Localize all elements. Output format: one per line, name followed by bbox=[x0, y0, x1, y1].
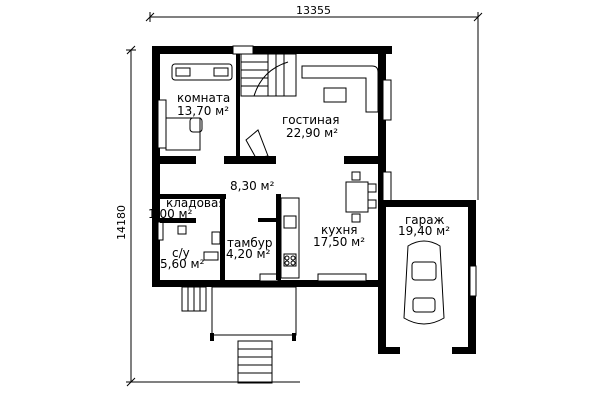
room-name-tambur: тамбур bbox=[227, 236, 273, 250]
interior-walls bbox=[160, 54, 386, 280]
room-area-kukhnya: 17,50 м² bbox=[313, 235, 365, 249]
room-labels: комната 13,70 м² гостиная 22,90 м² 8,30 … bbox=[148, 91, 450, 271]
room-area-gostinaya: 22,90 м² bbox=[286, 126, 338, 140]
garage bbox=[378, 200, 477, 354]
room-name-gostinaya: гостиная bbox=[282, 113, 339, 127]
room-area-kladovaya: 1,00 м² bbox=[148, 207, 193, 221]
room-area-su: 5,60 м² bbox=[160, 257, 205, 271]
room-area-komnata: 13,70 м² bbox=[177, 104, 229, 118]
exterior-walls bbox=[152, 46, 392, 287]
room-name-kladovaya: кладовая bbox=[166, 196, 226, 210]
room-name-su: с/у bbox=[172, 246, 190, 260]
room-area-garazh: 19,40 м² bbox=[398, 224, 450, 238]
furniture bbox=[165, 63, 379, 279]
room-area-hall: 8,30 м² bbox=[230, 179, 275, 193]
room-name-komnata: комната bbox=[177, 91, 230, 105]
staircase bbox=[240, 53, 297, 97]
height-dimension-label: 14180 bbox=[115, 205, 128, 240]
width-dimension-label: 13355 bbox=[296, 4, 331, 17]
room-name-garazh: гараж bbox=[405, 213, 445, 227]
windows bbox=[157, 45, 392, 282]
porch bbox=[181, 286, 297, 384]
room-name-kukhnya: кухня bbox=[321, 223, 358, 237]
room-area-tambur: 4,20 м² bbox=[226, 247, 271, 261]
